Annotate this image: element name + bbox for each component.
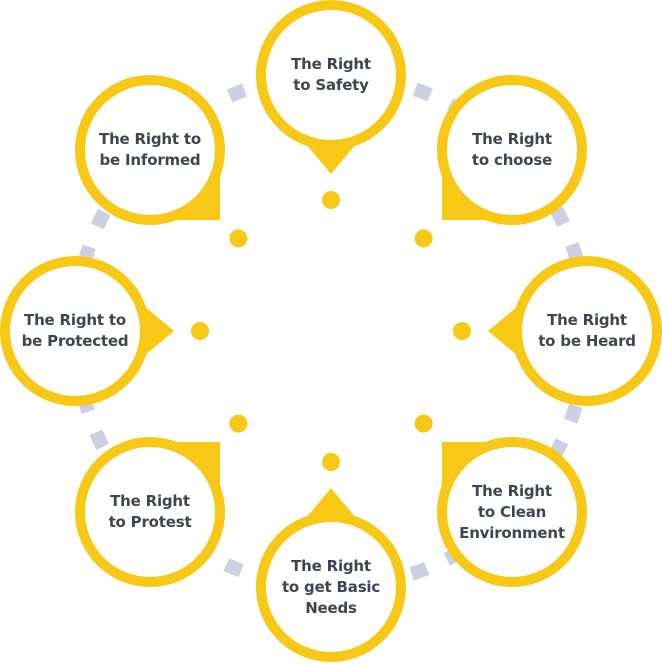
label-basic-needs: The Right to get Basic Needs	[281, 556, 381, 617]
dot-icon	[191, 322, 209, 340]
label-informed: The Right to be Informed	[99, 130, 201, 169]
dot-icon	[453, 322, 471, 340]
node-choose	[437, 75, 587, 225]
center-dots	[191, 191, 471, 471]
label-choose: The Right to choose	[471, 130, 553, 169]
node-heard	[488, 256, 662, 406]
dot-icon	[229, 229, 248, 248]
label-heard: The Right to be Heard	[538, 311, 636, 350]
node-basic-needs	[256, 488, 406, 662]
label-protest: The Right to Protest	[108, 492, 192, 531]
label-clean-environment: The Right to Clean Environment	[459, 481, 565, 542]
dot-icon	[229, 414, 248, 433]
node-informed	[75, 75, 225, 225]
label-protected: The Right to be Protected	[21, 311, 129, 350]
dot-icon	[414, 414, 433, 433]
dot-icon	[322, 191, 340, 209]
node-protected	[0, 256, 174, 406]
label-safety: The Right to Safety	[291, 55, 371, 94]
node-safety	[256, 0, 406, 174]
node-clean-environment	[437, 437, 587, 587]
dot-icon	[322, 453, 340, 471]
dot-icon	[414, 229, 433, 248]
node-protest	[75, 437, 225, 587]
